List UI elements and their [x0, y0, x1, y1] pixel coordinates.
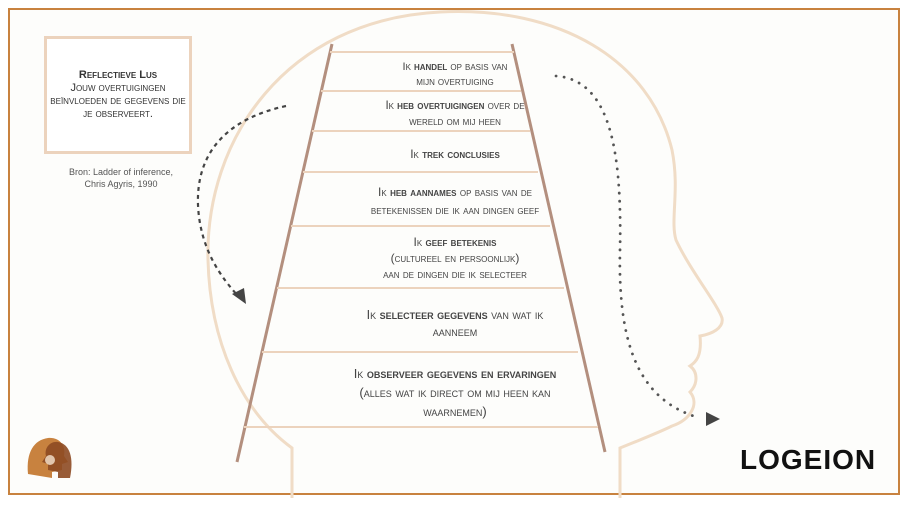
source-line-1: Bron: Ladder of inference,	[68, 167, 174, 177]
arrowhead-icon	[232, 288, 246, 304]
source-citation: Bron: Ladder of inference, Chris Agyris,…	[60, 166, 182, 190]
reflective-loop-arrow	[196, 104, 287, 297]
rung-conclusies: Ik trek conclusies	[410, 147, 500, 161]
ladder-rail-left	[235, 43, 334, 463]
head-silhouette	[206, 10, 724, 498]
logeion-logo: LOGEION	[740, 444, 877, 475]
ladder-rail-right	[510, 43, 607, 453]
dotted-arrow	[554, 74, 702, 420]
rung-overtuigingen: Ik heb overtuigingen over de wereld om m…	[385, 100, 525, 128]
infobox-body: Jouw overtuigingen beïnvloeden de gegeve…	[50, 82, 186, 120]
infobox-title: Reflectieve Lus	[78, 69, 158, 81]
rung-aannames: Ik heb aannames op basis van de betekeni…	[370, 185, 540, 217]
reflective-loop-box: Reflectieve Lus Jouw overtuigingen beïnv…	[44, 36, 192, 154]
rung-betekenis: Ik geef betekenis (cultureel en persoonl…	[383, 235, 527, 281]
arrowhead-icon	[706, 412, 720, 426]
rung-handel: Ik handel op basis van mijn overtuiging	[402, 61, 508, 88]
heads-logo-icon	[27, 437, 72, 478]
source-line-2: Chris Agyris, 1990	[84, 179, 158, 189]
rung-observeer: Ik observeer gegevens en ervaringen (all…	[353, 366, 557, 419]
rung-selecteer: Ik selecteer gegevens van wat ik aanneem	[366, 308, 544, 339]
